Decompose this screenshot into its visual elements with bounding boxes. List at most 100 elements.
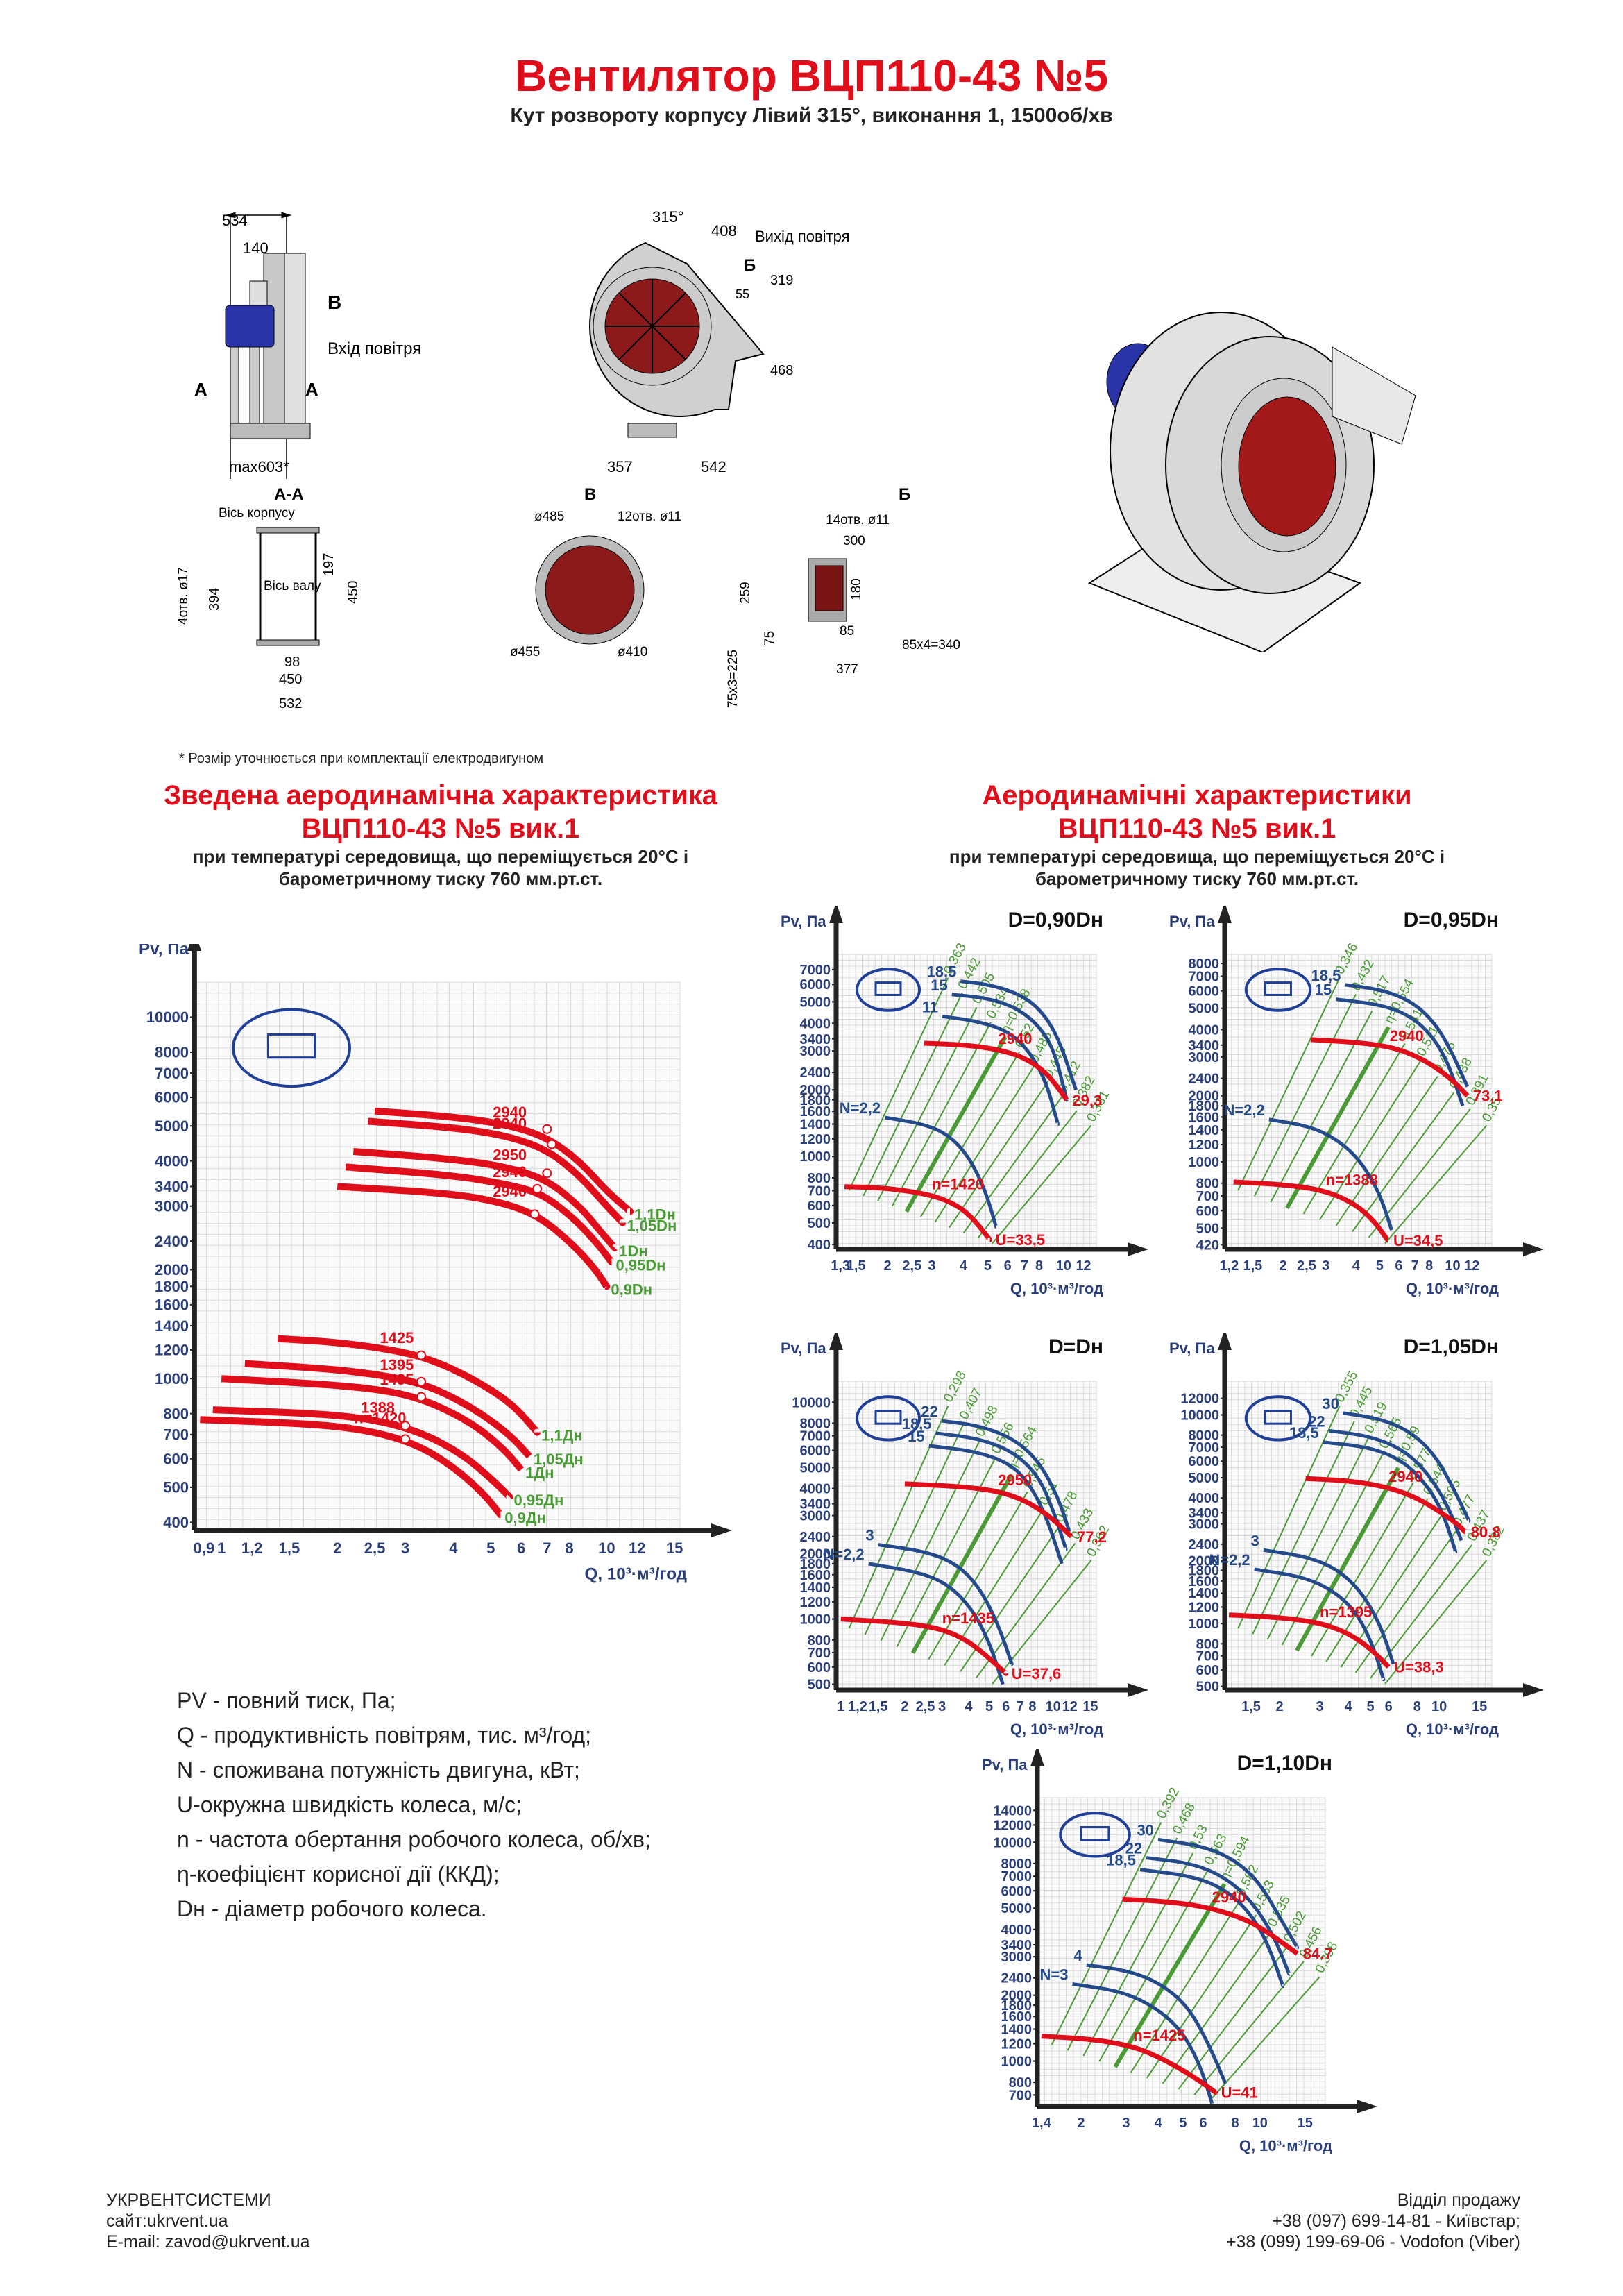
power-curve (1323, 1440, 1458, 1554)
x-tick-label: 4 (449, 1539, 458, 1557)
x-axis-label: Q, 10³·м³/год (1239, 2137, 1332, 2154)
y-tick-label: 400 (163, 1514, 189, 1531)
dim-408: 408 (711, 222, 737, 239)
x-tick-label: 8 (1413, 1699, 1421, 1714)
sales-phone-kyivstar[interactable]: +38 (097) 699-14-81 - Київстар; (1272, 2211, 1520, 2231)
y-tick-label: 10000 (993, 1835, 1032, 1850)
x-tick-label: 6 (1199, 2116, 1207, 2131)
x-tick-label: 4 (960, 1258, 968, 1274)
chart-title: D=0,90Dн (1008, 909, 1103, 931)
power-curve-label: 18,5 (1106, 1852, 1136, 1869)
x-axis-arrow (1128, 1683, 1148, 1697)
power-curve (1254, 1567, 1386, 1682)
sales-phone-vodafone[interactable]: +38 (099) 199-69-06 - Vodofon (Viber) (1225, 2232, 1520, 2252)
rpm-curve-end-label: U=37,6 (1012, 1665, 1062, 1682)
power-curve-label: N=2,2 (823, 1546, 864, 1563)
efficiency-line (848, 977, 949, 1191)
company-email[interactable]: E-mail: zavod@ukrvent.ua (106, 2232, 310, 2252)
y-tick-label: 7000 (1189, 969, 1220, 984)
power-curve (1146, 1856, 1291, 1976)
y-tick-label: 1600 (155, 1297, 189, 1314)
summary-curve (221, 1375, 525, 1472)
y-tick-label: 3000 (1001, 1950, 1033, 1965)
y-tick-label: 1000 (155, 1370, 189, 1387)
efficiency-line (1253, 994, 1357, 1197)
stamp-ring (1059, 1812, 1131, 1858)
rpm-curve-end-label: 84.7 (1303, 1945, 1333, 1963)
summary-curve-diameter-label: 1,1Dн (634, 1206, 676, 1223)
efficiency-line (1384, 1124, 1488, 1244)
x-tick-label: 2,5 (1297, 1258, 1316, 1274)
efficiency-line (920, 1051, 1021, 1217)
dim-197: 197 (321, 553, 337, 576)
optimum-point-marker (542, 1124, 552, 1134)
x-tick-label: 1,5 (279, 1539, 300, 1557)
summary-curve-diameter-label: 0,95Dн (615, 1256, 665, 1274)
stamp-fan-icon (874, 981, 902, 996)
efficiency-line (848, 1406, 949, 1629)
y-tick-label: 2000 (155, 1261, 189, 1278)
efficiency-line (1113, 1883, 1227, 2068)
x-tick-label: 5 (1367, 1699, 1375, 1714)
stamp-fan-icon (266, 1033, 316, 1059)
y-tick-label: 500 (808, 1216, 831, 1231)
power-curve (884, 1115, 999, 1229)
x-axis-arrow (1357, 2100, 1377, 2113)
x-tick-label: 1,4 (1032, 2116, 1052, 2131)
y-tick-label: 2000 (800, 1083, 831, 1098)
x-tick-label: 7 (1017, 1699, 1024, 1714)
isometric-fan-drawing (1087, 312, 1416, 652)
x-tick-label: 8 (1425, 1258, 1433, 1274)
x-tick-label: 7 (1411, 1258, 1419, 1274)
rpm-curve (1233, 1179, 1391, 1243)
x-tick-label: 10 (1056, 1258, 1071, 1274)
summary-curve (367, 1117, 627, 1226)
x-tick-label: 8 (565, 1539, 573, 1557)
y-tick-label: 10000 (792, 1395, 831, 1410)
y-axis-arrow (1030, 1749, 1044, 1766)
grid (835, 1381, 1097, 1691)
power-curve (1086, 1963, 1227, 2084)
power-curve-label: 22 (921, 1403, 937, 1420)
y-tick-label: 700 (808, 1646, 831, 1661)
optimum-point-marker (416, 1392, 427, 1402)
y-tick-label: 1600 (1189, 1574, 1220, 1589)
x-axis-label: Q, 10³·м³/год (585, 1564, 688, 1583)
power-curve-label: 3 (865, 1527, 874, 1544)
efficiency-line (1252, 1421, 1355, 1635)
x-tick-label: 5 (985, 1699, 993, 1714)
dim-85x4: 85х4=340 (902, 638, 960, 652)
y-tick-label: 1400 (1189, 1123, 1220, 1138)
rpm-curve-end-label: U=41 (1221, 2084, 1258, 2102)
x-axis-label: Q, 10³·м³/год (1010, 1280, 1103, 1297)
rpm-curve (1310, 1037, 1470, 1098)
efficiency-line (904, 1036, 1008, 1213)
optimum-point-marker (400, 1421, 411, 1431)
dim-85: 85 (840, 624, 854, 639)
company-site[interactable]: сайт:ukrvent.ua (106, 2211, 228, 2231)
dim-12holes: 12отв. ø11 (618, 509, 681, 524)
summary-curve-rpm-label: n=1420 (354, 1409, 406, 1426)
side-view-drawing: 534 140 max603* В Вхід повітря А А (194, 212, 421, 479)
x-tick-label: 15 (1298, 2116, 1313, 2131)
dim-d455: ø455 (510, 645, 540, 659)
legend-n: N - споживана потужність двигуна, кВт; (177, 1757, 580, 1782)
view-b-title: Б (899, 485, 910, 504)
dim-300: 300 (843, 534, 865, 548)
summary-curve-rpm-label: 2940 (493, 1163, 527, 1181)
y-tick-label: 2400 (1189, 1072, 1220, 1087)
stamp-fan-icon (1264, 981, 1292, 996)
y-tick-label: 5000 (1001, 1901, 1033, 1916)
y-tick-label: 600 (808, 1199, 831, 1214)
y-tick-label: 5000 (1189, 1002, 1220, 1017)
footer-sales-block: Відділ продажу +38 (097) 699-14-81 - Киї… (1226, 2190, 1520, 2252)
x-tick-label: 5 (984, 1258, 992, 1274)
section-aa-title: А-А (274, 485, 304, 504)
footnote: * Розмір уточнюється при комплектації ел… (179, 751, 544, 766)
efficiency-line (1051, 1822, 1162, 2045)
x-tick-label: 12 (1076, 1258, 1091, 1274)
x-axis-arrow (711, 1523, 732, 1537)
summary-title-1: Зведена аеродинамічна характеристика (164, 780, 717, 811)
y-tick-label: 3000 (800, 1509, 831, 1524)
